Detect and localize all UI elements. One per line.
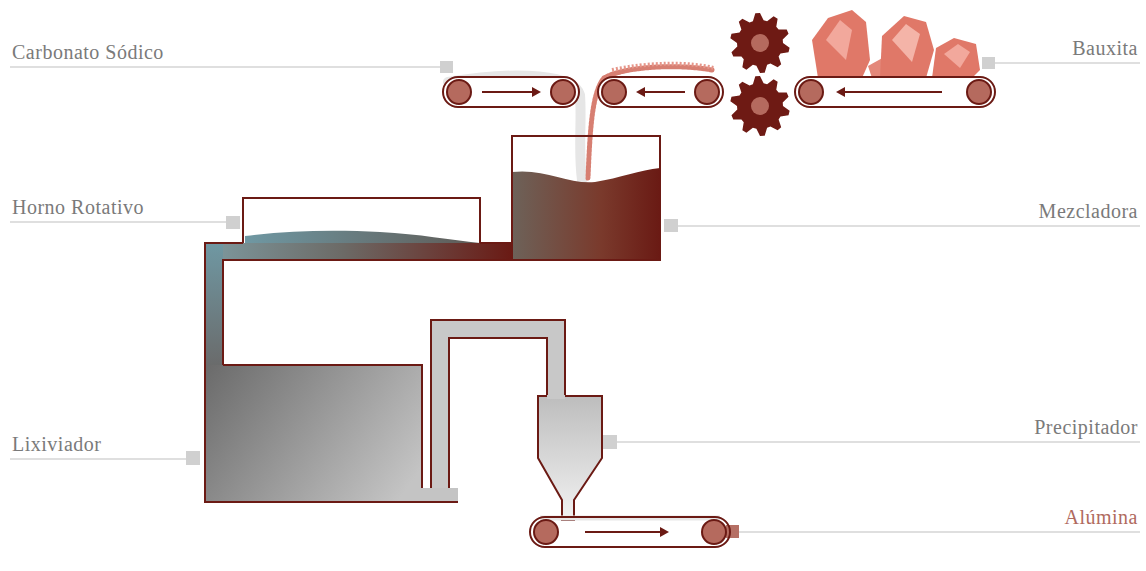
gear: [730, 13, 789, 73]
gear: [730, 76, 789, 136]
leaching-tank: [205, 365, 458, 502]
rotary-kiln: [243, 198, 480, 243]
bauxite-conveyor: [795, 77, 995, 107]
part-label: Lixiviador: [12, 432, 101, 456]
part-label: Precipitador: [1034, 415, 1138, 439]
part-label: Mezcladora: [1039, 199, 1138, 223]
transfer-tube: [205, 243, 512, 368]
carbonate-conveyor: [443, 77, 579, 107]
mixer-tank: [512, 136, 660, 260]
gear-hub: [751, 97, 769, 115]
crushed-conveyor: [598, 77, 723, 107]
precipitator: [538, 395, 602, 520]
part-label: Horno Rotativo: [12, 195, 144, 219]
part-label: Bauxita: [1072, 36, 1138, 60]
part-label: Carbonato Sódico: [12, 40, 164, 64]
alumina-conveyor: [530, 517, 730, 547]
carbonate-stream: [448, 76, 582, 180]
leader-lines: [10, 63, 1140, 532]
bauxite-rocks: [812, 10, 980, 78]
gear-hub: [751, 34, 769, 52]
leader-markers: [186, 57, 995, 538]
part-label: Alúmina: [1065, 505, 1139, 529]
transfer-pipe: [424, 329, 556, 500]
crusher-gears: [730, 13, 789, 136]
